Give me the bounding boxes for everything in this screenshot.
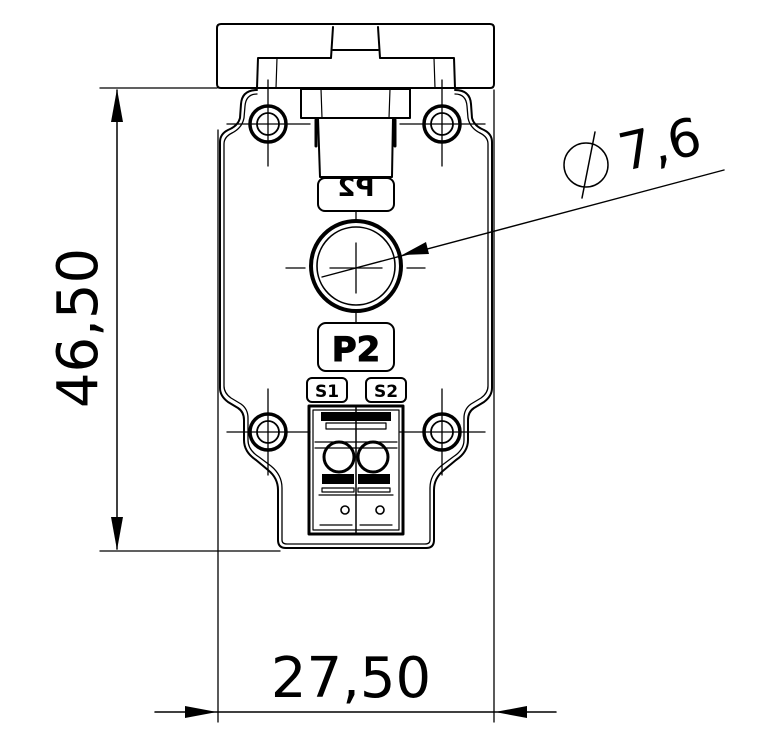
label-p2: P2 xyxy=(332,330,381,370)
latch xyxy=(300,88,411,178)
width-dimension-value: 27,50 xyxy=(271,646,431,711)
diameter-dimension-value: 7,6 xyxy=(613,107,707,184)
body-plate xyxy=(99,89,495,723)
mounting-hole-top-left xyxy=(226,79,311,167)
label-s1: S1 xyxy=(315,382,339,402)
height-dimension-value: 46,50 xyxy=(46,248,111,408)
label-mirrored-p2: P2 xyxy=(337,173,374,203)
mounting-hole-bottom-left xyxy=(226,388,311,476)
terminal-block xyxy=(307,404,405,536)
label-s2: S2 xyxy=(374,382,398,402)
cable-opening xyxy=(285,219,426,313)
height-dimension xyxy=(111,89,123,550)
width-dimension xyxy=(154,706,557,718)
label-box-s2 xyxy=(365,377,407,403)
top-cap xyxy=(99,23,495,89)
mounting-hole-bottom-right xyxy=(399,388,486,476)
mounting-hole-top-right xyxy=(399,79,486,167)
label-box-s1 xyxy=(306,377,348,403)
diameter-leader xyxy=(321,131,725,278)
